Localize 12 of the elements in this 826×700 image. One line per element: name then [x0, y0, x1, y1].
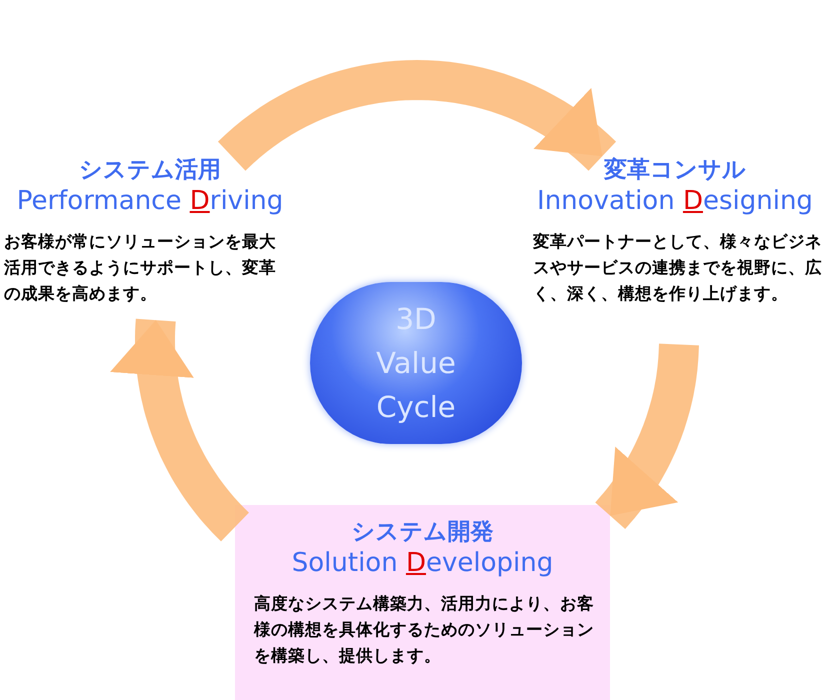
- center-label: 3D Value Cycle: [375, 301, 457, 426]
- section-title: 変革コンサル: [603, 156, 747, 185]
- section-title: システム開発: [350, 518, 494, 547]
- highlight-panel: [235, 505, 610, 700]
- section-subtitle: Solution Developing: [290, 547, 554, 579]
- cycle-arrow: [218, 60, 616, 171]
- description-text: 変革パートナーとして、様々なビジネスやサービスの連携までを視野に、広く、深く、構想を作り上げます。: [533, 231, 823, 305]
- section-title: システム活用: [78, 156, 222, 185]
- section-subtitle: Innovation Designing: [536, 185, 814, 217]
- description-text: お客様が常にソリューションを最大活用できるようにサポートし、変革の成果を高めます。: [4, 231, 277, 305]
- description-text: 高度なシステム構築力、活用力により、お客様の構想を具体化するためのソリューションを構築し、提供します。: [254, 593, 595, 667]
- section-subtitle: Performance Driving: [16, 185, 284, 217]
